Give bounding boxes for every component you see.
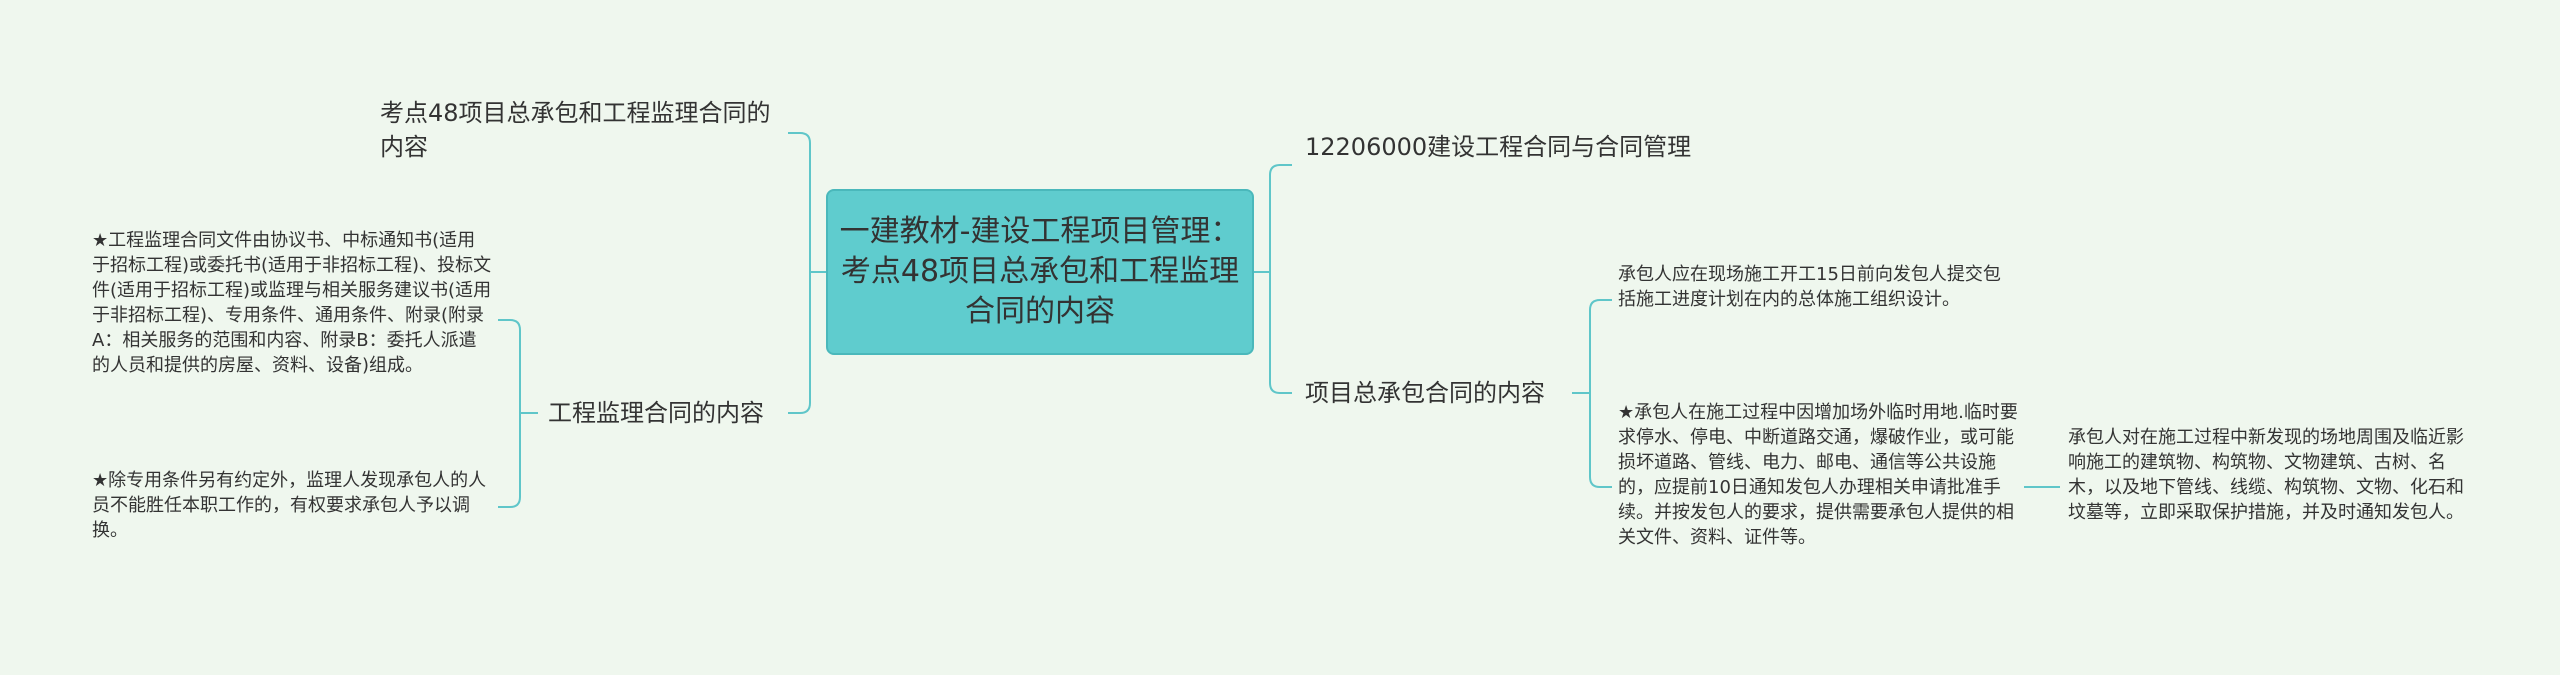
contract-item-temporary-land[interactable]: ★承包人在施工过程中因增加场外临时用地.临时要求停水、停电、中断道路交通，爆破作… xyxy=(1618,402,2018,548)
connector-contract-items xyxy=(1572,299,1612,488)
connector-root-left xyxy=(788,132,826,414)
branch-general-contract[interactable]: 项目总承包合同的内容 xyxy=(1305,379,1545,407)
connector-supervision-items xyxy=(498,319,538,508)
root-title: 一建教材-建设工程项目管理：考点48项目总承包和工程监理合同的内容 xyxy=(839,214,1241,329)
root-node[interactable]: 一建教材-建设工程项目管理：考点48项目总承包和工程监理合同的内容 xyxy=(826,189,1254,355)
connector-root-right xyxy=(1254,164,1292,394)
contract-item-protection[interactable]: 承包人对在施工过程中新发现的场地周围及临近影响施工的建筑物、构筑物、文物建筑、古… xyxy=(2068,427,2464,523)
branch-supervision-contract[interactable]: 工程监理合同的内容 xyxy=(548,399,764,427)
supervision-item-documents[interactable]: ★工程监理合同文件由协议书、中标通知书(适用于招标工程)或委托书(适用于非招标工… xyxy=(92,230,492,376)
branch-top-topic[interactable]: 考点48项目总承包和工程监理合同的内容 xyxy=(380,99,771,161)
supervision-item-replacement[interactable]: ★除专用条件另有约定外，监理人发现承包人的人员不能胜任本职工作的，有权要求承包人… xyxy=(92,470,487,541)
branch-course-code[interactable]: 12206000建设工程合同与合同管理 xyxy=(1305,133,1692,161)
contract-item-schedule[interactable]: 承包人应在现场施工开工15日前向发包人提交包括施工进度计划在内的总体施工组织设计… xyxy=(1618,264,2001,310)
